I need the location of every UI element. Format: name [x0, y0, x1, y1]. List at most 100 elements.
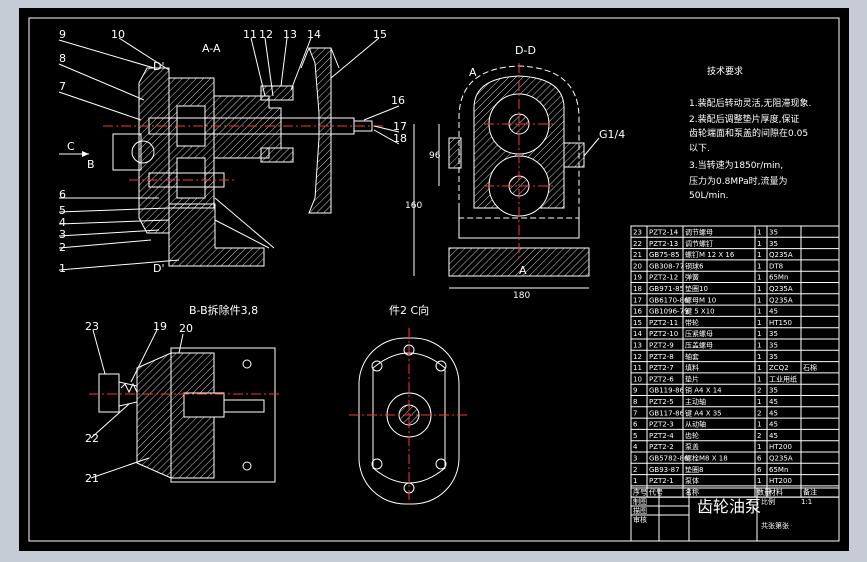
bom-cell: 压盖螺母 [685, 341, 713, 350]
callout-19: 19 [153, 320, 167, 333]
bom-cell: 65Mn [769, 466, 788, 474]
bom-cell: 销 A4 X 14 [685, 386, 722, 395]
callout-22: 22 [85, 432, 99, 445]
bom-cell: 泵体 [685, 476, 699, 485]
bom-cell: GB75-85 [649, 251, 680, 259]
callout-10: 10 [111, 28, 125, 41]
bom-cell: GB5782-86 [649, 455, 689, 463]
bom-cell: PZT2-14 [649, 229, 679, 237]
bb-adjust-nut [98, 373, 120, 413]
dim-h2: 96 [429, 151, 441, 161]
bom-cell: 10 [633, 375, 642, 383]
callout-15: 15 [373, 28, 387, 41]
callouts-bb: 23 19 20 22 21 [85, 320, 193, 485]
inlet-port [131, 140, 155, 164]
bom-cell: 2 [757, 432, 761, 440]
bom-cell: 3 [633, 455, 637, 463]
bom-cell: 1 [757, 364, 761, 372]
tb-checked: 审核 [633, 515, 647, 524]
technical-requirements: 技术要求 1.装配后转动灵活,无阻滞现象. 2.装配后调整垫片厚度,保证 齿轮端… [689, 65, 811, 201]
bom-cell: 35 [769, 387, 778, 395]
bom-header-cell: 备注 [803, 487, 817, 496]
base-rib [214, 219, 270, 249]
bom-cell: 主动轴 [685, 397, 706, 406]
bb-cover-section [136, 352, 172, 479]
bom-cell: 1 [757, 262, 761, 270]
bom-cell: 1 [757, 342, 761, 350]
shaft-end [353, 120, 373, 132]
bom-header-cell: 名称 [685, 487, 699, 496]
bom-cell: 35 [769, 330, 778, 338]
bom-cell: 1 [757, 319, 761, 327]
callouts-left: 9 8 7 6 5 4 3 2 1 [59, 28, 66, 275]
bom-cell: GB308-77 [649, 262, 684, 270]
bom-cell: 18 [633, 285, 642, 293]
bom-cell: PZT2-6 [649, 375, 674, 383]
tech-line-7: 50L/min. [689, 191, 728, 201]
bom-cell: 1 [757, 285, 761, 293]
bom-cell: 1 [757, 240, 761, 248]
callout-14: 14 [307, 28, 321, 41]
bom-cell: PZT2-11 [649, 319, 678, 327]
bom-cell: 12 [633, 353, 642, 361]
bom-cell: 1 [757, 477, 761, 485]
bom-cell: 齿轮 [685, 431, 699, 440]
leader-lines-left [58, 39, 180, 271]
bom-header-cell: 序号 [633, 487, 647, 496]
bom-cell: 1 [757, 274, 761, 282]
bom-cell: 45 [769, 398, 778, 406]
callout-1: 1 [59, 262, 66, 275]
inlet-fitting [112, 133, 142, 171]
bom-cell: PZT2-9 [649, 342, 674, 350]
bom-cell: PZT2-5 [649, 398, 674, 406]
bom-cell: 6 [757, 466, 762, 474]
bb-adjust-screw [118, 381, 138, 407]
view-bb-label: B-B拆除件3,8 [189, 303, 258, 317]
bom-cell: 调节螺钉 [685, 239, 713, 248]
bom-cell: 填料 [685, 363, 699, 372]
section-mark-d-top: D' [153, 60, 165, 73]
bom-cell: 35 [769, 240, 778, 248]
pulley-groove-1 [300, 47, 310, 69]
bom-cell: 1 [757, 308, 761, 316]
pump-body-base [168, 203, 265, 267]
callout-13: 13 [283, 28, 297, 41]
tech-title: 技术要求 [707, 65, 743, 77]
callout-18: 18 [393, 132, 407, 145]
bom-cell: 11 [633, 364, 642, 372]
bom-cell: PZT2-1 [649, 477, 674, 485]
tb-scale-label: 比例 [761, 497, 775, 506]
housing-base [448, 247, 590, 277]
bom-cell: 1 [757, 375, 761, 383]
view-bb: B-B拆除件3,8 23 19 20 22 21 [85, 303, 279, 485]
bom-cell: GB1096-79 [649, 308, 688, 316]
bom-cell: 7 [633, 409, 637, 417]
bom-cell: 13 [633, 342, 642, 350]
bom-cell: 2 [757, 409, 761, 417]
callout-4: 4 [59, 216, 66, 229]
view-c-label: C [67, 140, 75, 153]
bb-spring [120, 382, 138, 394]
view-part2-c: 件2 C向 [349, 303, 469, 508]
bom-cell: GB971-85 [649, 285, 684, 293]
callouts-top: 10 11 12 13 14 15 [111, 28, 387, 97]
bom-cell: 带轮 [685, 318, 699, 327]
bom-cell: 1 [633, 477, 637, 485]
bom-cell: HT200 [769, 443, 792, 451]
tech-line-6: 压力为0.8MPa时,流量为 [689, 175, 787, 187]
bom-cell: 4 [633, 443, 638, 451]
bom-cell: 16 [633, 308, 642, 316]
bom-header-cell: 材料 [769, 487, 783, 496]
bom-cell: 弹簧 [685, 273, 699, 282]
bom-cell: PZT2-10 [649, 330, 678, 338]
bom-cell: 21 [633, 251, 642, 259]
callout-7: 7 [59, 80, 66, 93]
tech-line-1: 1.装配后转动灵活,无阻滞现象. [689, 97, 811, 109]
bom-cell: 65Mn [769, 274, 788, 282]
bom-cell: 1 [757, 443, 761, 451]
callout-11: 11 [243, 28, 257, 41]
outlet-boss [563, 142, 585, 168]
tech-line-3: 齿轮端面和泵盖的间隙在0.05 [689, 127, 808, 139]
